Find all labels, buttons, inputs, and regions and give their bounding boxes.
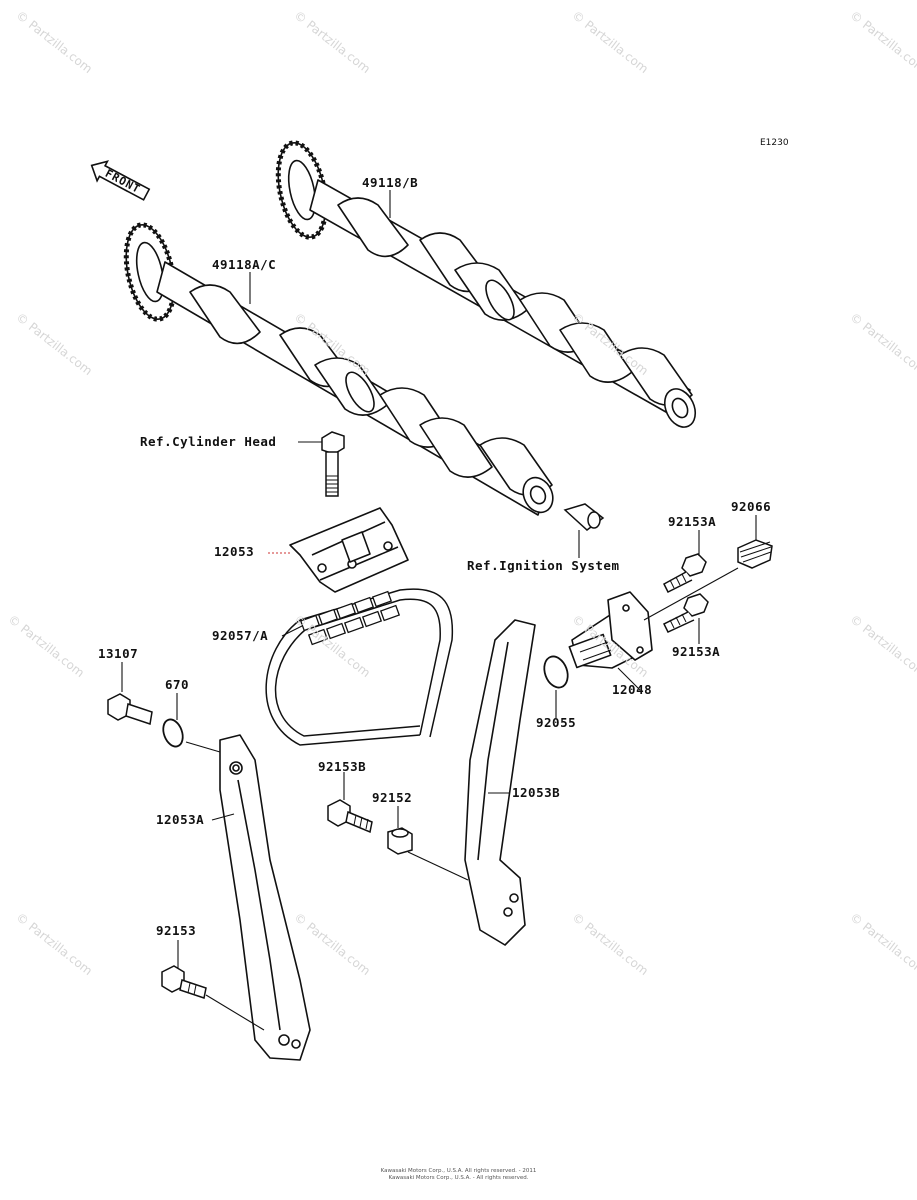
bolt-92153 bbox=[161, 965, 207, 999]
label-92153b[interactable]: 92153B bbox=[318, 759, 367, 774]
plug-92066 bbox=[737, 539, 773, 569]
label-ref-ignition-system[interactable]: Ref.Ignition System bbox=[467, 558, 620, 573]
bolt-92153a-top bbox=[663, 553, 707, 594]
camshaft-ac bbox=[123, 222, 554, 516]
label-92055[interactable]: 92055 bbox=[536, 715, 577, 730]
label-12053b[interactable]: 12053B bbox=[512, 785, 561, 800]
cam-chain bbox=[265, 588, 454, 746]
label-92153a-top[interactable]: 92153A bbox=[668, 514, 717, 529]
front-indicator: FRONT bbox=[82, 153, 154, 210]
collar-92152 bbox=[387, 827, 413, 855]
label-ref-cylinder-head[interactable]: Ref.Cylinder Head bbox=[140, 434, 277, 449]
guide-12053a bbox=[219, 734, 311, 1061]
oring-92055 bbox=[543, 655, 569, 689]
bolt-92153a-bottom bbox=[662, 593, 709, 633]
front-arrow-icon bbox=[90, 160, 151, 201]
label-49118ac[interactable]: 49118A/C bbox=[212, 257, 277, 272]
oring-670 bbox=[162, 718, 184, 748]
bolt-cylinder-head bbox=[321, 431, 345, 497]
label-13107[interactable]: 13107 bbox=[98, 646, 139, 661]
guide-12053b bbox=[464, 619, 536, 946]
diagram-code: E1230 bbox=[760, 138, 789, 148]
label-92152[interactable]: 92152 bbox=[372, 790, 413, 805]
ignition-rotor bbox=[563, 503, 605, 531]
copyright-line-1: Kawasaki Motors Corp., U.S.A. All rights… bbox=[380, 1168, 537, 1174]
camshaft-b bbox=[275, 140, 697, 428]
label-12053[interactable]: 12053 bbox=[214, 544, 255, 559]
tensioner-12048 bbox=[568, 591, 653, 669]
leader-lines bbox=[121, 190, 757, 1031]
label-92153a-bottom[interactable]: 92153A bbox=[672, 644, 721, 659]
label-92066[interactable]: 92066 bbox=[731, 499, 772, 514]
label-92057a[interactable]: 92057/A bbox=[212, 628, 269, 643]
guide-12053 bbox=[289, 507, 409, 593]
label-12053a[interactable]: 12053A bbox=[156, 812, 205, 827]
label-92153[interactable]: 92153 bbox=[156, 923, 197, 938]
copyright-line-2: Kawasaki Motors Corp., U.S.A. - All righ… bbox=[388, 1175, 529, 1181]
bolt-92153b bbox=[327, 799, 373, 834]
label-670[interactable]: 670 bbox=[165, 677, 190, 692]
label-49118b[interactable]: 49118/B bbox=[362, 175, 419, 190]
label-12048[interactable]: 12048 bbox=[612, 682, 653, 697]
bolt-13107 bbox=[107, 693, 153, 725]
